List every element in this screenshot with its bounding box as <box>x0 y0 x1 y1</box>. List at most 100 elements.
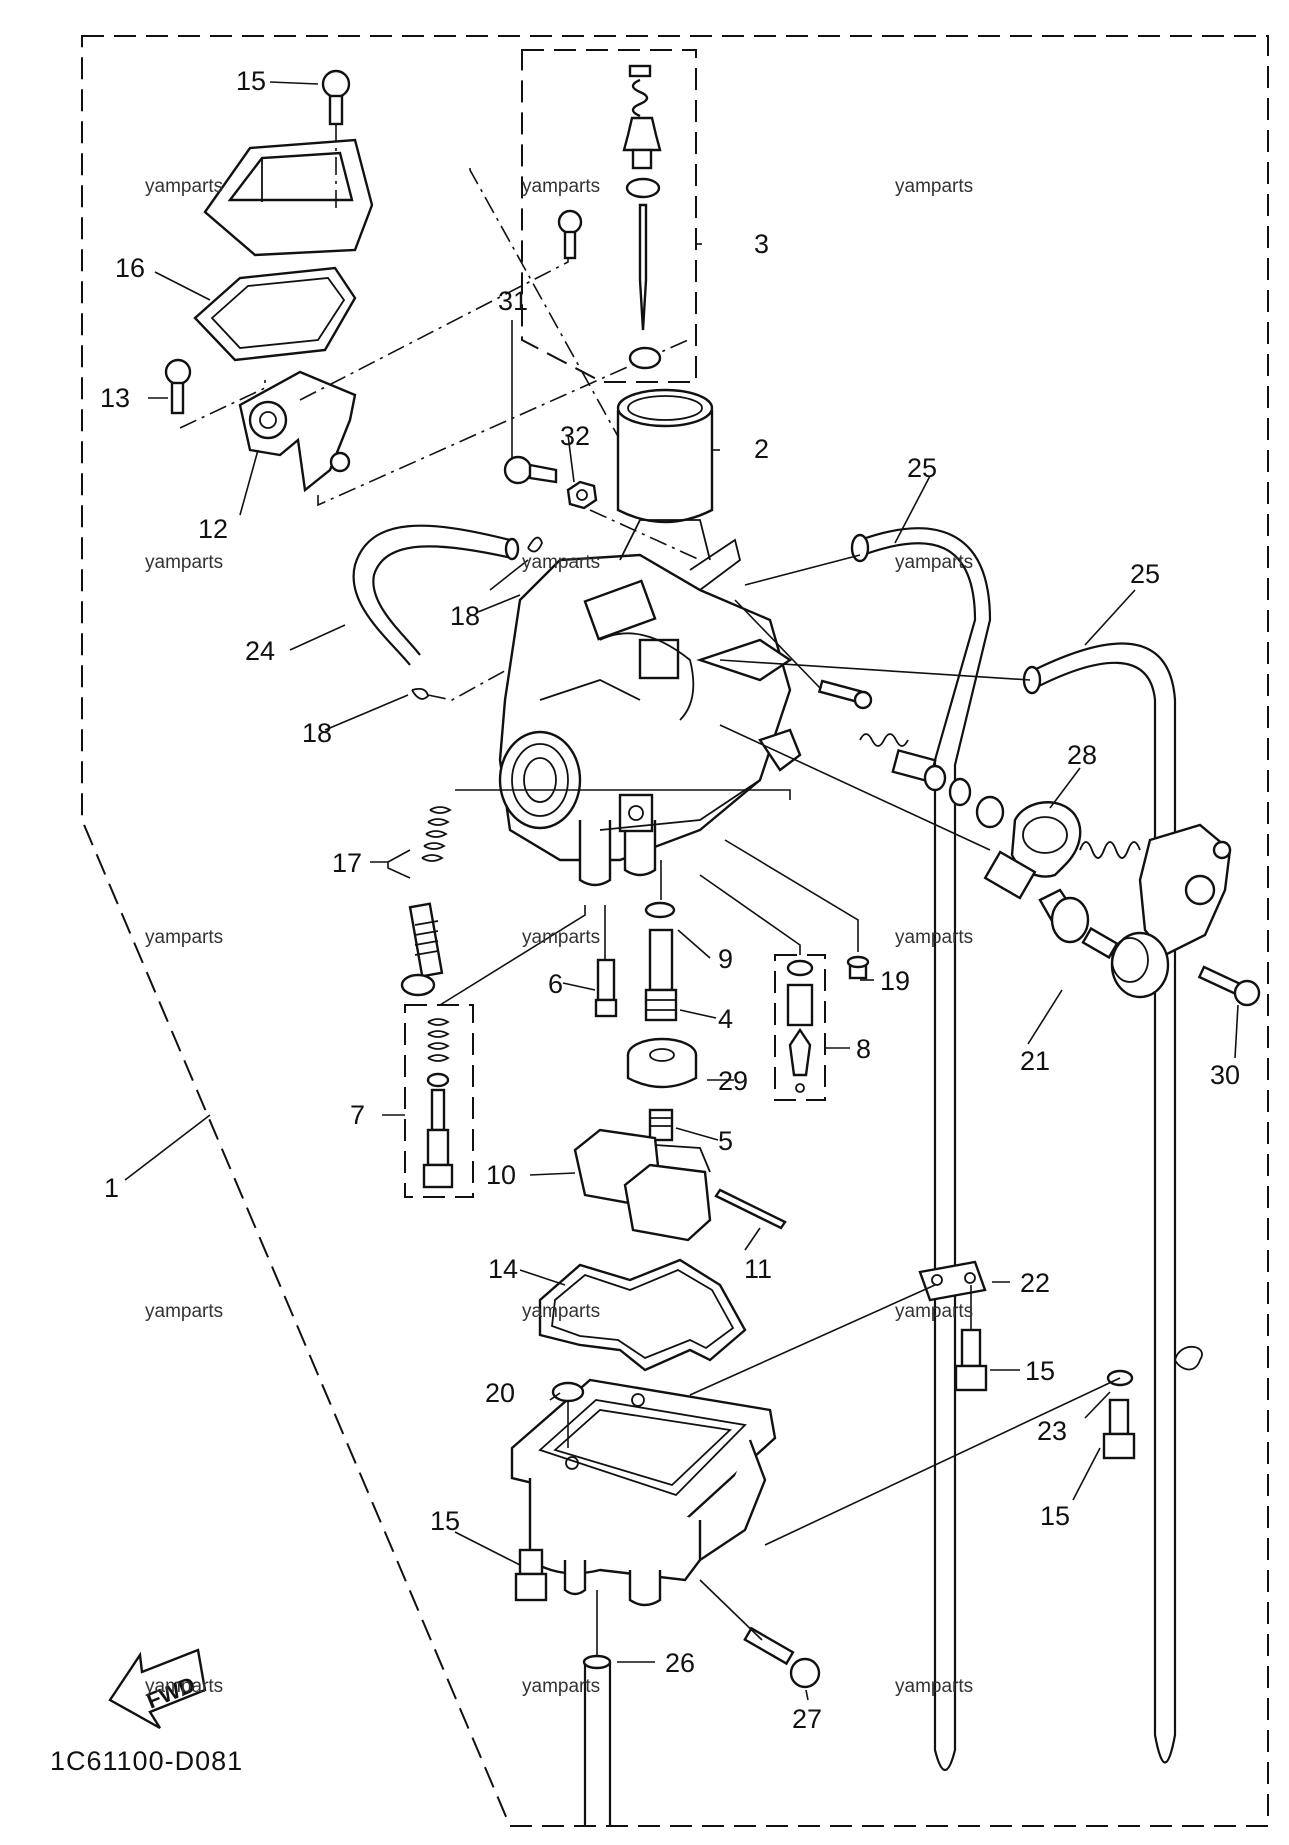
watermark-1: yamparts <box>145 176 223 197</box>
throttle-stop-screw-17 <box>400 902 444 997</box>
spring-choke <box>859 733 909 747</box>
screw-15-bracket <box>954 1328 988 1392</box>
holder-30 <box>626 1037 698 1089</box>
callout-11: 11 <box>744 1254 772 1284</box>
callout-17: 17 <box>332 848 362 878</box>
needle-kit-parts <box>622 64 662 370</box>
watermark-9: yamparts <box>895 927 973 948</box>
clip-18-top <box>527 536 543 553</box>
watermark-13: yamparts <box>145 1676 223 1697</box>
callout-23: 23 <box>1037 1416 1067 1446</box>
top-cover <box>203 138 374 257</box>
callout-25-b: 25 <box>1130 559 1160 589</box>
carburetor-body <box>498 519 802 887</box>
callout-16: 16 <box>115 253 145 283</box>
callout-14: 14 <box>488 1254 518 1284</box>
callout-3: 3 <box>754 229 769 259</box>
screw-13 <box>164 358 192 415</box>
watermark-15: yamparts <box>895 1676 973 1697</box>
spring-17 <box>421 806 452 862</box>
watermark-7: yamparts <box>145 927 223 948</box>
clip-18-bottom <box>411 687 429 700</box>
spring-diaphragm <box>1079 841 1141 859</box>
callout-10: 10 <box>486 1160 516 1190</box>
float-bowl-gasket-14 <box>538 1258 747 1372</box>
cover-side <box>1138 823 1232 957</box>
callout-22: 22 <box>1020 1268 1050 1298</box>
gasket-16 <box>193 266 357 362</box>
body-screw-right <box>817 679 873 710</box>
watermark-14: yamparts <box>522 1676 600 1697</box>
callout-24: 24 <box>245 636 275 666</box>
diaphragm-28 <box>1010 801 1082 878</box>
pilot-screw-kit-box <box>404 1004 474 1198</box>
needle-valve-kit-box <box>774 954 826 1101</box>
needle-kit-box <box>521 49 697 383</box>
callout-12: 12 <box>198 514 228 544</box>
washer-choke <box>948 777 1005 829</box>
screw-19 <box>846 955 870 980</box>
watermark-6: yamparts <box>895 552 973 573</box>
fwd-arrow-icon <box>108 1648 207 1730</box>
callout-20: 20 <box>485 1378 515 1408</box>
main-jet-5 <box>648 1108 674 1142</box>
watermark-11: yamparts <box>522 1301 600 1322</box>
callout-2: 2 <box>754 434 769 464</box>
callout-5: 5 <box>718 1126 733 1156</box>
throttle-valve-2 <box>616 388 714 524</box>
float-10 <box>573 1128 712 1242</box>
needle-valve-kit-parts <box>786 959 814 1093</box>
screw-29 <box>1197 965 1261 1007</box>
float-pin-11 <box>714 1188 787 1230</box>
callout-18-b: 18 <box>302 718 332 748</box>
oring-9 <box>644 901 676 919</box>
callout-29: 30 <box>1210 1060 1240 1090</box>
callout-18-a: 18 <box>450 601 480 631</box>
callout-26: 26 <box>665 1648 695 1678</box>
watermark-2: yamparts <box>522 176 600 197</box>
float-bowl <box>510 1378 777 1607</box>
watermark-10: yamparts <box>145 1301 223 1322</box>
watermark-12: yamparts <box>895 1301 973 1322</box>
drain-screw-27 <box>743 1626 821 1689</box>
watermark-4: yamparts <box>145 552 223 573</box>
watermark-3: yamparts <box>895 176 973 197</box>
callout-27: 27 <box>792 1704 822 1734</box>
callout-15-d: 15 <box>430 1506 460 1536</box>
vent-hose-25a <box>850 527 992 1772</box>
drain-screw-15 <box>514 1548 548 1602</box>
screw-31 <box>503 455 558 485</box>
drawing-code: 1C61100-D081 <box>50 1746 243 1776</box>
pilot-screw-kit-parts <box>422 1018 454 1189</box>
screw-15-top <box>321 69 351 126</box>
callout-25-a: 25 <box>907 453 937 483</box>
callout-30: 29 <box>718 1066 748 1096</box>
callout-31: 31 <box>498 286 528 316</box>
needle-jet-4 <box>644 928 678 1022</box>
bracket-22 <box>918 1260 987 1302</box>
callout-4: 4 <box>718 1004 733 1034</box>
washer-32 <box>566 480 598 510</box>
callout-15-b: 15 <box>1025 1356 1055 1386</box>
callout-13: 13 <box>100 383 130 413</box>
callout-21: 21 <box>1020 1046 1050 1076</box>
watermark-8: yamparts <box>522 927 600 948</box>
oring-20 <box>551 1381 585 1403</box>
callout-19: 19 <box>880 966 910 996</box>
callout-6: 6 <box>548 969 563 999</box>
starter-plunger-21 <box>983 850 1170 999</box>
callout-labels: 15 16 13 12 3 2 31 32 25 25 18 24 18 28 … <box>100 66 1240 1734</box>
watermark-5: yamparts <box>522 552 600 573</box>
watermarks: yamparts yamparts yamparts yamparts yamp… <box>145 176 973 1697</box>
callout-15-c: 15 <box>1040 1501 1070 1531</box>
callout-32: 32 <box>560 421 590 451</box>
drain-hose-26 <box>582 1654 612 1826</box>
hose-24 <box>352 524 520 666</box>
leader-lines <box>124 81 1239 1701</box>
callout-7: 7 <box>350 1100 365 1130</box>
callout-1: 1 <box>104 1173 119 1203</box>
callout-8: 8 <box>856 1034 871 1064</box>
callout-9: 9 <box>718 944 733 974</box>
